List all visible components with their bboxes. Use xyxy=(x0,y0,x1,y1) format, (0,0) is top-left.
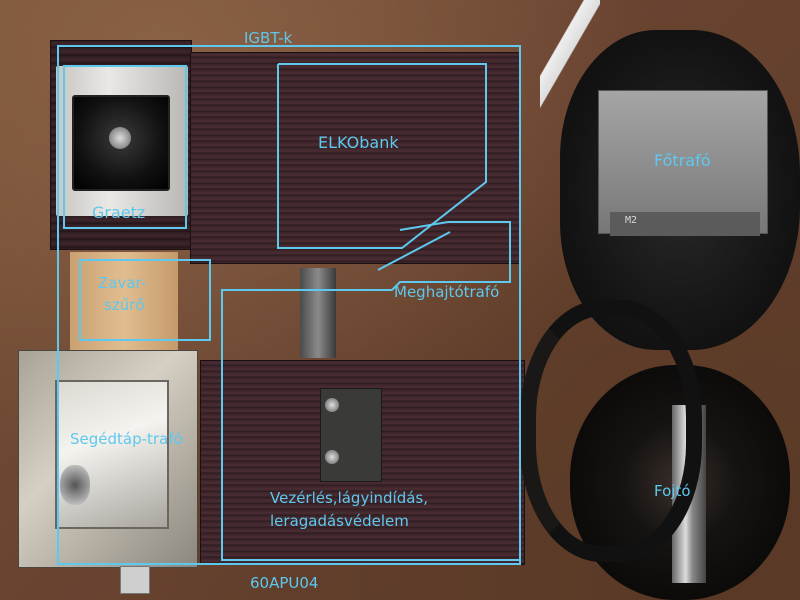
igbt-label: IGBT-k xyxy=(244,29,293,47)
diode-screw-bottom xyxy=(325,450,339,464)
vezerles-label-line2: leragadásvédelem xyxy=(270,512,409,530)
aux-transformer-hole xyxy=(60,465,90,505)
top-main-heatsink xyxy=(190,52,520,264)
gate-connector xyxy=(300,268,336,358)
zavar-frame xyxy=(79,259,211,341)
meghajto-frame xyxy=(221,221,520,561)
rectifier-screw xyxy=(109,127,131,149)
elkobank-frame xyxy=(277,63,487,249)
meghajto-label: Meghajtótrafó xyxy=(394,283,500,301)
main-transformer-tape-front xyxy=(610,212,760,236)
vezerles-label-line1: Vezérlés,lágyindídás, xyxy=(270,489,428,507)
fotrafo-label: Főtrafó xyxy=(654,151,711,170)
wooden-filter-block xyxy=(70,252,178,352)
igbt-frame xyxy=(57,45,521,565)
apu-label: 60APU04 xyxy=(250,574,319,592)
segedtap-label: Segédtáp-trafó xyxy=(70,430,183,448)
transformer-marking: M2 xyxy=(625,215,638,226)
zavar-label-line1: Zavar- xyxy=(98,274,147,292)
graetz-frame xyxy=(63,65,187,229)
elkobank-label: ELKObank xyxy=(318,133,399,152)
diode-screw-top xyxy=(325,398,339,412)
zavar-label-line2: szűrő xyxy=(104,296,145,314)
main-transformer-tape xyxy=(598,90,768,234)
diode-module xyxy=(320,388,382,482)
graetz-label: Graetz xyxy=(92,203,146,222)
mount-tab xyxy=(120,566,150,594)
fojto-label: Fojtó xyxy=(654,482,691,500)
meghajto-leader xyxy=(377,231,451,271)
bridge-rectifier xyxy=(72,95,170,191)
